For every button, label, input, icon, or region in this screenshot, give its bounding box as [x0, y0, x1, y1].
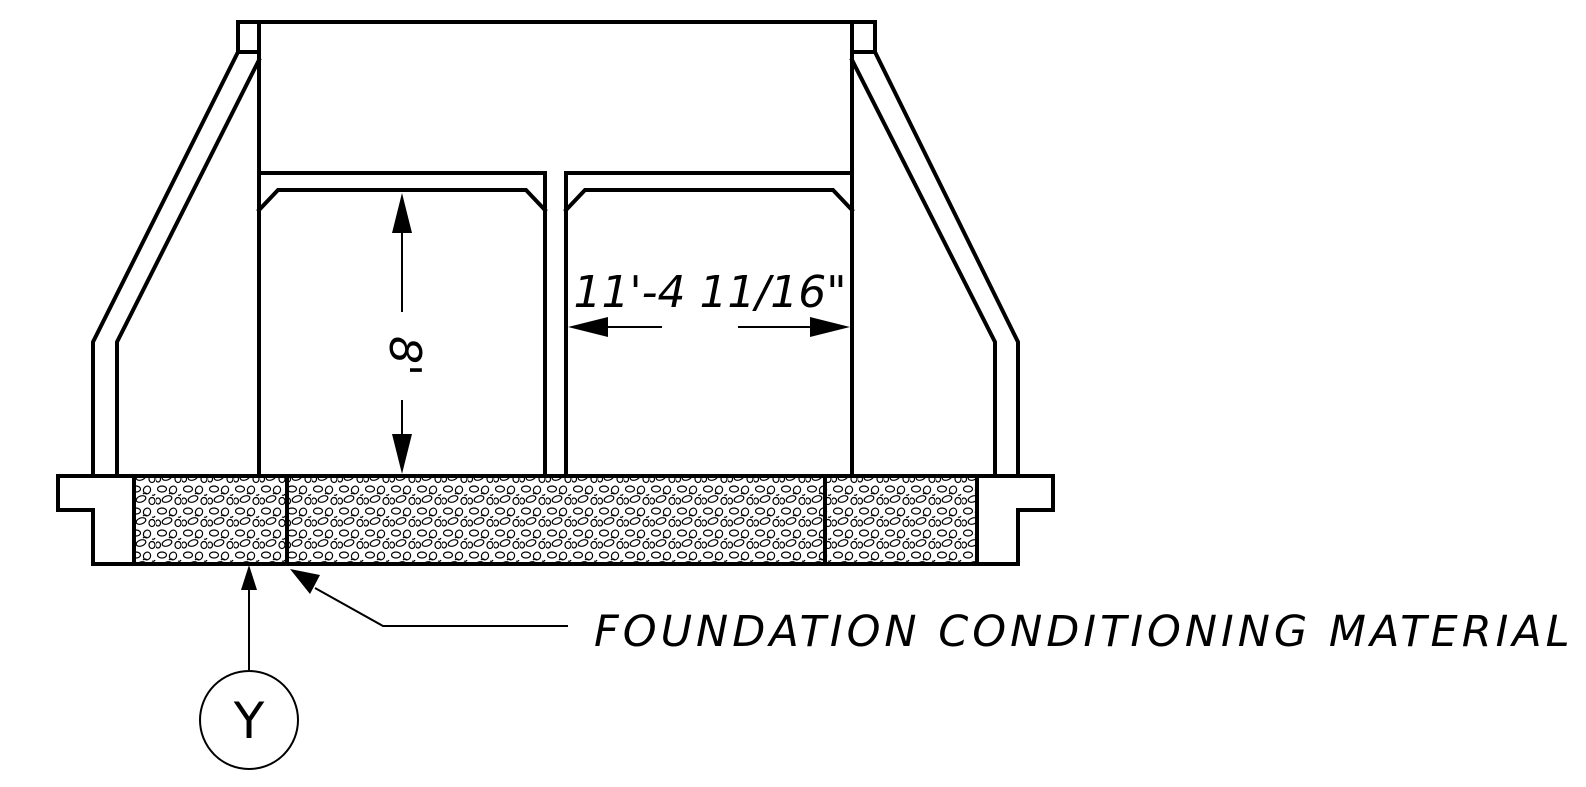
- material-note-label: FOUNDATION CONDITIONING MATERIAL: [594, 607, 1574, 657]
- height-dimension: 8': [379, 193, 430, 474]
- headwall-outline: [236, 20, 877, 478]
- left-wingwall: [91, 50, 262, 478]
- foundation-material-band: [132, 474, 979, 566]
- footing-outline: [56, 474, 1055, 566]
- foundation-material-fill: [134, 476, 977, 564]
- right-barrel-opening: [563, 171, 855, 478]
- right-wingwall: [849, 50, 1020, 478]
- section-callout-label: Y: [233, 692, 265, 750]
- left-barrel-opening: [256, 171, 548, 478]
- material-leader: FOUNDATION CONDITIONING MATERIAL: [290, 569, 1574, 657]
- section-callout: Y: [199, 565, 299, 770]
- width-dimension: 11'-4 11/16": [568, 267, 850, 337]
- height-dimension-label: 8': [379, 336, 430, 376]
- section-callout-circle: [199, 670, 299, 770]
- width-dimension-label: 11'-4 11/16": [574, 267, 847, 318]
